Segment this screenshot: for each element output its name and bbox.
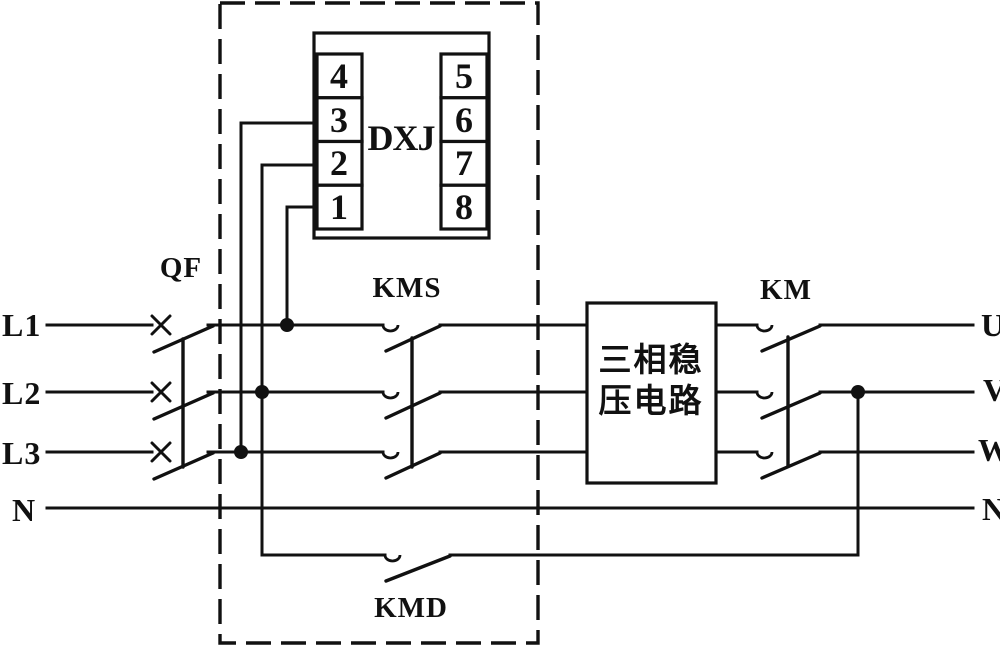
qf-contact-cross-l1: [152, 316, 170, 334]
label-kms: KMS: [372, 272, 441, 304]
qf-contact-cross-l3: [152, 443, 170, 461]
dxj-pin-7: 7: [455, 143, 473, 183]
junction-dot-l2: [255, 385, 269, 399]
wire-dxj-pin3-to-l3: [241, 123, 316, 452]
label-n-left: N: [12, 492, 36, 528]
dxj-pin-2: 2: [330, 143, 348, 183]
label-qf: QF: [160, 252, 202, 284]
kms-contact-arc-l2: [383, 392, 398, 398]
dxj-label: DXJ: [368, 118, 436, 158]
dxj-pin-6: 6: [455, 100, 473, 140]
label-l1: L1: [2, 307, 41, 343]
contactor-kms: [383, 325, 440, 478]
contactor-km: [757, 325, 820, 478]
junction-dot-l1: [280, 318, 294, 332]
label-u: U: [981, 307, 1000, 343]
kmd-contact-arc: [385, 555, 400, 561]
km-contact-arc-w: [757, 452, 772, 458]
wire-dxj-pin1-to-l1: [287, 207, 316, 325]
breaker-qf: [152, 316, 213, 479]
junction-dot-l3: [234, 445, 248, 459]
label-kmd: KMD: [374, 592, 448, 624]
stabilizer-block: 三相稳 压电路: [587, 303, 716, 483]
dxj-pin-3: 3: [330, 100, 348, 140]
km-contact-arc-u: [757, 325, 772, 331]
dxj-pin-4: 4: [330, 56, 348, 96]
dxj-pin-8: 8: [455, 187, 473, 227]
kms-contact-arc-l1: [383, 325, 398, 331]
stabilizer-text-line1: 三相稳: [599, 340, 704, 379]
label-l3: L3: [2, 435, 41, 471]
label-w: W: [978, 432, 1000, 468]
label-v: V: [983, 372, 1000, 408]
km-contact-arc-v: [757, 392, 772, 398]
dxj-pin-5: 5: [455, 56, 473, 96]
dxj-pin-1: 1: [330, 187, 348, 227]
junction-dot-v-output: [851, 385, 865, 399]
label-l2: L2: [2, 375, 41, 411]
kms-contact-arc-l3: [383, 452, 398, 458]
label-km: KM: [760, 274, 812, 306]
relay-dxj: 4 3 2 1 5 6 7 8 DXJ: [314, 33, 489, 238]
label-n-right: N: [982, 491, 1000, 527]
qf-contact-cross-l2: [152, 383, 170, 401]
stabilizer-text-line2: 压电路: [599, 381, 704, 420]
